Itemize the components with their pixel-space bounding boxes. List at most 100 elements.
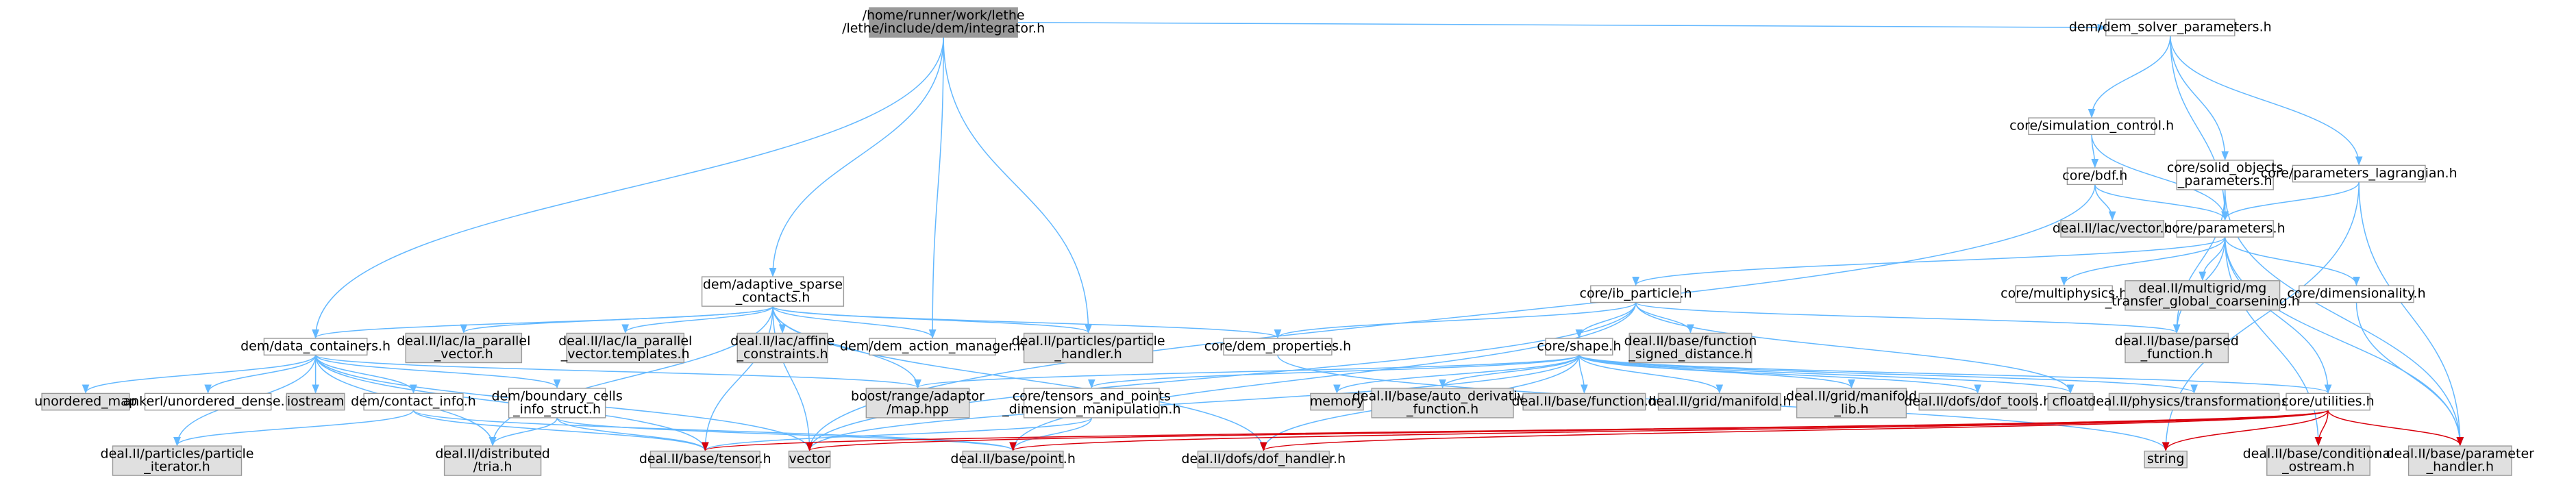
node-dsp[interactable]: dem/dem_solver_parameters.h [2069,18,2272,37]
node-params[interactable]: core/parameters.h [2165,220,2286,238]
node-label-point-line-1: deal.II/base/point.h [950,451,1076,466]
edge-dsp-to-params [2170,36,2229,221]
node-box-affine [736,332,828,364]
node-partiter[interactable]: deal.II/particles/particle_iterator.h [101,445,254,476]
edge-shape-to-tensorsops [1088,354,1580,389]
node-box-funcsd [1628,332,1753,364]
node-label-autoderiv-line-1: deal.II/base/auto_derivative [1352,388,1533,403]
node-solidobj[interactable]: core/solid_objects_parameters.h [2167,160,2283,190]
node-label-doftools-line-1: deal.II/dofs/dof_tools.h [1904,394,2051,409]
node-box-ankerl [144,392,272,411]
node-memory[interactable]: memory [1310,392,1364,411]
node-laparvect[interactable]: deal.II/lac/la_parallel_vector.templates… [558,332,692,364]
edge-params-to-multiphys [2060,236,2226,286]
node-label-contactinfo-line-1: dem/contact_info.h [351,394,476,409]
node-funcsd[interactable]: deal.II/base/function_signed_distance.h [1624,332,1757,364]
node-box-dimens [2299,285,2414,303]
node-label-simctl-line-1: core/simulation_control.h [2009,118,2174,134]
node-box-ibpart [1590,285,1682,303]
node-laparvec[interactable]: deal.II/lac/la_parallel_vector.h [397,332,530,364]
node-tensorsops[interactable]: core/tensors_and_points_dimension_manipu… [1002,388,1181,419]
edge-tensorsops-to-tensor [702,417,1093,451]
edge-adaptive-to-laparvec [460,305,773,334]
node-contactinfo[interactable]: dem/contact_info.h [351,392,476,411]
node-gridman[interactable]: deal.II/grid/manifold.h [1648,392,1791,411]
node-datacont[interactable]: dem/data_containers.h [240,338,391,355]
node-condostream[interactable]: deal.II/base/conditional_ostream.h [2243,445,2394,476]
node-doftools[interactable]: deal.II/dofs/dof_tools.h [1904,392,2051,411]
edge-datacont-to-unmap [82,354,317,394]
node-boundary[interactable]: dem/boundary_cells_info_struct.h [491,388,623,419]
node-label-root-line-1: /home/runner/work/lethe [863,8,1025,23]
node-dofhandler[interactable]: deal.II/dofs/dof_handler.h [1181,450,1346,469]
edge-datacont-to-boundary [314,354,561,389]
node-label-gridmanlib-line-2: _lib.h [1833,401,1868,416]
edge-utilities-to-point [1010,410,2329,451]
node-parsedfunc[interactable]: deal.II/base/parsed_function.h [2115,332,2239,364]
node-ankerl[interactable]: ankerl/unordered_dense.h [123,392,293,411]
node-unmap[interactable]: unordered_map [34,392,137,411]
node-label-cfloat-line-1: cfloat [2053,394,2089,409]
edge-dimens-to-paramhandler [2355,302,2464,447]
node-label-memory-line-1: memory [1310,394,1364,409]
node-vector[interactable]: vector [788,450,831,469]
node-box-memory [1310,392,1364,411]
edge-adaptive-to-datacont [312,305,773,339]
edge-params-to-mgtransfer [2199,237,2226,282]
node-box-utilities [2286,392,2370,411]
node-box-multiphys [2015,285,2113,303]
edge-utilities-to-vector [806,410,2329,451]
node-utilities[interactable]: core/utilities.h [2281,392,2375,411]
edge-root-to-parthandler [943,37,1092,334]
node-root[interactable]: /home/runner/work/lethe/lethe/include/de… [842,7,1045,38]
node-multiphys[interactable]: core/multiphysics.h [2001,285,2127,303]
node-label-laparvec-line-2: _vector.h [434,347,493,362]
node-affine[interactable]: deal.II/lac/affine_constraints.h [730,332,834,364]
node-bdf[interactable]: core/bdf.h [2062,167,2127,186]
node-label-funcsd-line-1: deal.II/base/function [1624,334,1757,349]
node-label-paramhandler-line-1: deal.II/base/parameter [2386,447,2535,462]
node-point[interactable]: deal.II/base/point.h [950,450,1076,469]
edge-contactinfo-to-partiter [173,410,414,447]
edge-utilities-to-condostream [2314,410,2329,447]
node-label-partiter-line-2: _iterator.h [143,460,210,475]
node-tria[interactable]: deal.II/distributed/tria.h [435,445,550,476]
node-demprops[interactable]: core/dem_properties.h [1204,338,1351,355]
node-paramlag[interactable]: core/parameters_lagrangian.h [2261,164,2457,183]
node-paramhandler[interactable]: deal.II/base/parameter_handler.h [2386,445,2535,476]
node-tensor[interactable]: deal.II/base/tensor.h [639,450,771,469]
node-simctl[interactable]: core/simulation_control.h [2009,117,2174,136]
node-string[interactable]: string [2144,450,2188,469]
node-shape[interactable]: core/shape.h [1537,338,1621,355]
node-cfloat[interactable]: cfloat [2047,392,2094,411]
node-box-shape [1545,338,1613,355]
node-physt[interactable]: deal.II/physics/transformations.h [2088,392,2301,411]
node-mgtransfer[interactable]: deal.II/multigrid/mg_transfer_global_coa… [2105,280,2300,311]
node-boostmap[interactable]: boost/range/adaptor/map.hpp [851,388,984,419]
node-ibpart[interactable]: core/ib_particle.h [1580,285,1692,303]
node-label-gridmanlib-line-1: deal.II/grid/manifold [1786,388,1917,403]
edge-boundary-to-point [556,417,1017,451]
edge-dsp-to-paramlag [2170,36,2363,166]
node-gridmanlib[interactable]: deal.II/grid/manifold_lib.h [1786,388,1917,419]
node-basefunc[interactable]: deal.II/base/function.h [1512,392,1657,411]
node-label-laparvect-line-1: deal.II/lac/la_parallel [558,334,692,349]
node-box-dsp [2105,18,2236,37]
node-lacvec[interactable]: deal.II/lac/vector.h [2053,220,2172,238]
node-label-parsedfunc-line-2: _function.h [2140,347,2213,362]
edge-adaptive-to-vector [772,306,813,451]
node-label-dsp-line-1: dem/dem_solver_parameters.h [2069,20,2272,35]
node-box-basefunc [1522,392,1646,411]
node-box-vector [788,450,831,469]
node-autoderiv[interactable]: deal.II/base/auto_derivative_function.h [1352,388,1533,419]
node-dimens[interactable]: core/dimensionality.h [2287,285,2426,303]
node-adaptive[interactable]: dem/adaptive_sparse_contacts.h [701,276,845,307]
node-box-point [962,450,1064,469]
node-actmgr[interactable]: dem/dem_action_manager.h [840,338,1025,355]
node-box-unmap [41,392,130,411]
node-parthandler[interactable]: deal.II/particles/particle_handler.h [1012,332,1165,364]
node-iostream[interactable]: iostream [286,392,345,411]
node-box-actmgr [869,338,996,355]
edge-ibpart-to-funcsd [1635,302,1694,334]
node-label-tensorsops-line-2: _dimension_manipulation.h [1002,401,1180,416]
